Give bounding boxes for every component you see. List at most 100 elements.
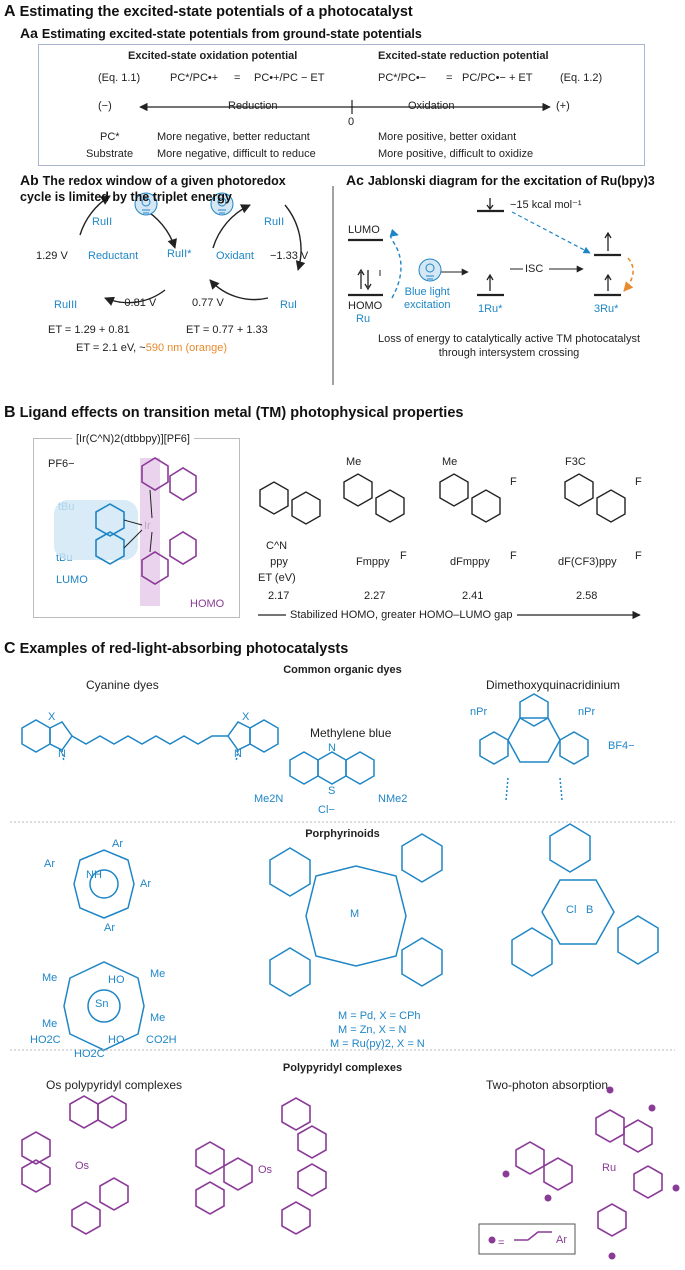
cy-n-right: N xyxy=(234,748,242,760)
lig4-name: dF(CF3)ppy xyxy=(558,556,617,568)
pc-m-pd: M = Pd, X = CPh xyxy=(338,1010,421,1022)
porph-ar-2: Ar xyxy=(112,838,123,850)
lig3-et: 2.41 xyxy=(462,590,484,602)
ac-ru: Ru xyxy=(356,313,371,325)
cy-x-right: X xyxy=(242,711,250,723)
chlorin-me-1: Me xyxy=(42,972,58,984)
plus-sign: (+) xyxy=(556,100,570,112)
mb-n: N xyxy=(328,742,336,754)
ab-ru3: RuIII xyxy=(54,299,78,311)
lig2-name: Fmppy xyxy=(356,556,390,568)
chlorin-ho2c-2: HO2C xyxy=(74,1048,105,1060)
eq1-equals: = xyxy=(234,72,241,84)
ab-et-total: ET = 2.1 eV, ~590 nm (orange) xyxy=(76,342,228,354)
os2-label: Os xyxy=(258,1164,273,1176)
ac-isc: ISC xyxy=(525,263,544,275)
chlorin-sn: Sn xyxy=(95,998,109,1010)
lig2-et: 2.27 xyxy=(364,590,386,602)
porph-header: Porphyrinoids xyxy=(305,828,380,840)
dmqa-npr-right: nPr xyxy=(578,706,596,718)
ac-ru3star: 3Ru* xyxy=(594,303,619,315)
ru-label: Ru xyxy=(602,1162,617,1174)
eq2-rhs: PC/PC•− + ET xyxy=(462,72,533,84)
pc-m-zn: M = Zn, X = N xyxy=(338,1024,407,1036)
row-cn-label: C^N xyxy=(266,540,288,552)
pc-m: M xyxy=(350,908,360,920)
ab-reductant: Reductant xyxy=(88,250,139,262)
b-lumo: LUMO xyxy=(56,574,88,586)
pc-right: More positive, better oxidant xyxy=(378,131,517,143)
lig3-f1: F xyxy=(510,476,517,488)
lig1-name: ppy xyxy=(270,556,288,568)
ab-v-br: 0.77 V xyxy=(192,297,224,309)
dmqa-label: Dimethoxyquinacridinium xyxy=(486,678,621,692)
lightbulb-icon xyxy=(134,192,158,216)
ab-v-right: −1.33 V xyxy=(270,250,309,262)
lig1-et: 2.17 xyxy=(268,590,290,602)
ab-et-left: ET = 1.29 + 0.81 xyxy=(48,324,130,336)
os1-label: Os xyxy=(75,1160,90,1172)
lig4-et: 2.58 xyxy=(576,590,598,602)
ab-et-right: ET = 0.77 + 1.33 xyxy=(186,324,268,336)
mb-me2n: Me2N xyxy=(254,793,284,805)
trend-label: Stabilized HOMO, greater HOMO–LUMO gap xyxy=(286,609,517,621)
porph-ar-3: Ar xyxy=(140,878,151,890)
pf6-label: PF6− xyxy=(48,458,75,470)
cyanine-label: Cyanine dyes xyxy=(86,678,159,692)
ab-oxidant: Oxidant xyxy=(216,250,254,262)
ac-caption: Loss of energy to catalytically active T… xyxy=(377,333,641,359)
os-label: Os polypyridyl complexes xyxy=(46,1078,183,1092)
cy-x-left: X xyxy=(48,711,56,723)
sub-right: More positive, difficult to oxidize xyxy=(378,148,534,160)
subpc-cl: Cl xyxy=(566,904,577,916)
eq2-label: (Eq. 1.2) xyxy=(560,72,603,84)
lig4-cf3: F3C xyxy=(565,456,586,468)
zero-label: 0 xyxy=(348,116,355,128)
lig3-me: Me xyxy=(442,456,458,468)
chlorin-co2h: CO2H xyxy=(146,1034,177,1046)
ab-ru2-right: RuII xyxy=(264,216,285,228)
mb-cl: Cl− xyxy=(318,804,335,816)
ab-ru2star: RuII* xyxy=(167,248,192,260)
twophoton-label: Two-photon absorption xyxy=(486,1078,609,1092)
porph-nh: NH xyxy=(86,869,102,881)
lig2-f: F xyxy=(400,550,407,562)
chlorin-me-2: Me xyxy=(150,968,166,980)
red-title: Excited-state reduction potential xyxy=(378,50,549,62)
porph-ar-4: Ar xyxy=(104,922,115,934)
ab-v-left: 1.29 V xyxy=(36,250,68,262)
poly-header: Polypyridyl complexes xyxy=(282,1062,403,1074)
ox-title: Excited-state oxidation potential xyxy=(128,50,298,62)
ab-v-bl: −0.81 V xyxy=(118,297,157,309)
ac-homo: HOMO xyxy=(348,300,383,312)
substrate-label: Substrate xyxy=(86,148,134,160)
cy-n-left: N xyxy=(58,748,66,760)
lig4-f2: F xyxy=(635,550,642,562)
mb-nme2: NMe2 xyxy=(378,793,408,805)
dmqa-bf4: BF4− xyxy=(608,740,635,752)
pc-left: More negative, better reductant xyxy=(157,131,310,143)
legend-eq: = xyxy=(498,1237,505,1249)
chlorin-me-3: Me xyxy=(150,1012,166,1024)
ac-kcal: −15 kcal mol⁻¹ xyxy=(510,199,582,211)
eq2-lhs: PC*/PC•− xyxy=(378,72,427,84)
sub-left: More negative, difficult to reduce xyxy=(157,148,316,160)
organic-header: Common organic dyes xyxy=(283,664,402,676)
chlorin-ho-top: HO xyxy=(108,974,125,986)
lightbulb-icon xyxy=(418,258,442,282)
chlorin-me-4: Me xyxy=(42,1018,58,1030)
lig4-f1: F xyxy=(635,476,642,488)
minus-sign: (−) xyxy=(98,100,112,112)
ab-ru2-left: RuII xyxy=(92,216,113,228)
porph-ar-1: Ar xyxy=(44,858,55,870)
mb-s: S xyxy=(328,785,336,797)
